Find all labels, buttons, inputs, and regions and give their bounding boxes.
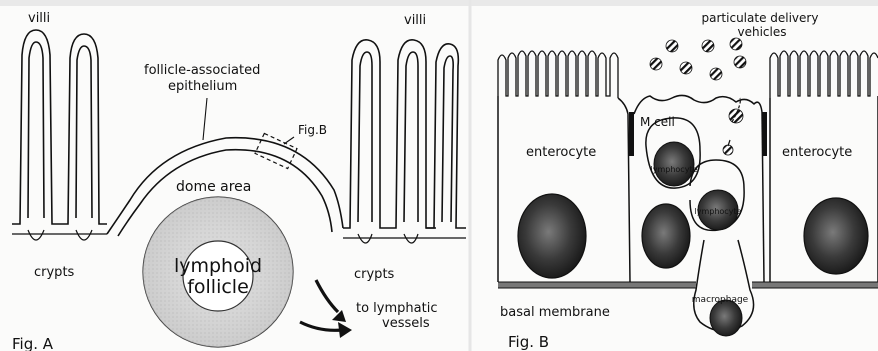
lymphocyte-nucleus-1: [654, 142, 694, 186]
m-cell-nucleus: [642, 204, 690, 268]
lymphocyte-label-1: lymphocyte: [651, 165, 698, 174]
fig-b-reference-label: Fig.B: [298, 123, 327, 137]
macrophage-nucleus: [710, 300, 742, 336]
lymphoid-label-line1: lymphoid: [174, 255, 262, 277]
fig-b-label: Fig. B: [508, 333, 549, 351]
fae-label-line1: follicle-associated: [144, 63, 260, 78]
lymphatic-label-line1: to lymphatic: [356, 301, 437, 316]
tight-junction-right: [762, 112, 767, 156]
macrophage-label: macrophage: [692, 295, 749, 305]
fig-a-label: Fig. A: [12, 335, 54, 351]
particulate-label-line1: particulate delivery: [702, 11, 819, 25]
villi-label-right: villi: [404, 13, 426, 28]
m-cell-label: M cell: [640, 115, 675, 129]
enterocyte-nucleus-left: [518, 194, 586, 278]
tight-junction-left: [629, 112, 634, 156]
lymphatic-label-line2: vessels: [382, 316, 430, 331]
villi-label-left: villi: [28, 11, 50, 26]
dome-area-label: dome area: [176, 179, 251, 195]
enterocyte-nucleus-right: [804, 198, 868, 274]
crypts-label-left: crypts: [34, 265, 75, 280]
fae-label-line2: epithelium: [168, 79, 237, 94]
basal-membrane-label: basal membrane: [500, 305, 610, 320]
particulate-label-line2: vehicles: [738, 25, 787, 39]
lymphoid-label-line2: follicle: [187, 276, 249, 298]
basal-membrane: [498, 282, 878, 288]
enterocyte-label-right: enterocyte: [782, 145, 852, 160]
crypts-label-right: crypts: [354, 267, 395, 282]
lymphocyte-label-2: lymphocyte: [695, 207, 742, 216]
enterocyte-label-left: enterocyte: [526, 145, 596, 160]
